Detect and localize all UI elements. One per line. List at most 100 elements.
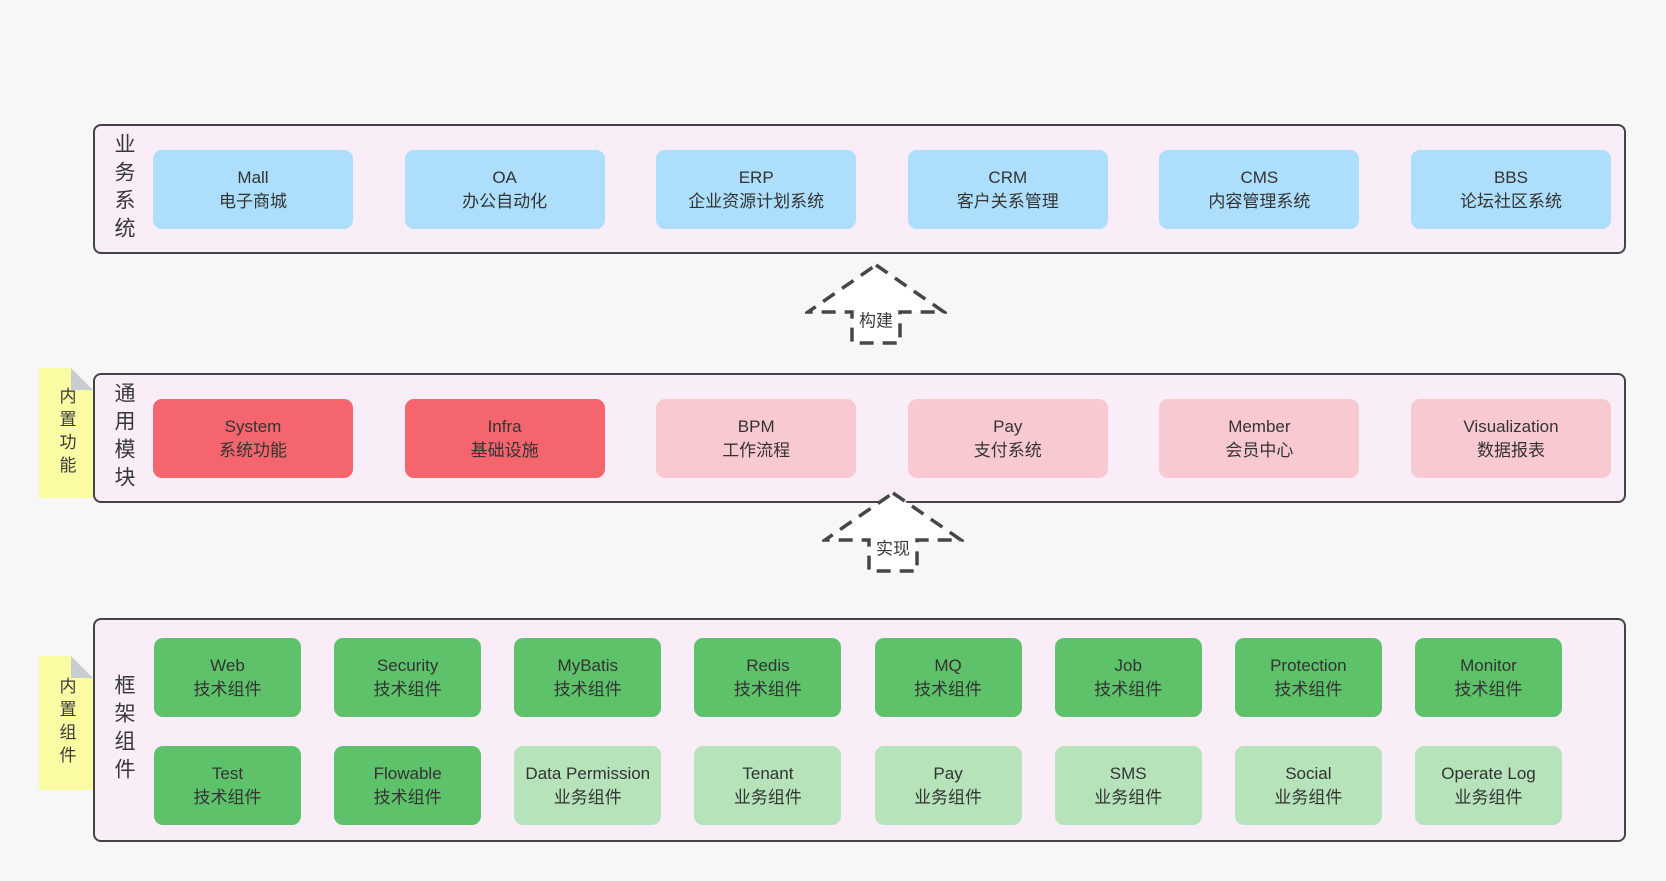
box-subtitle: 技术组件 bbox=[553, 679, 622, 699]
box-subtitle: 客户关系管理 bbox=[956, 191, 1059, 211]
box-security: Security 技术组件 bbox=[334, 638, 482, 717]
box-subtitle: 办公自动化 bbox=[462, 191, 548, 211]
box-title: MyBatis bbox=[557, 655, 619, 675]
box-subtitle: 工作流程 bbox=[722, 440, 791, 460]
box-title: CRM bbox=[988, 167, 1028, 187]
box-subtitle: 支付系统 bbox=[973, 440, 1042, 460]
box-title: System bbox=[224, 416, 282, 436]
box-subtitle: 业务组件 bbox=[1274, 787, 1343, 807]
box-mall: Mall 电子商城 bbox=[153, 150, 353, 229]
common-modules-row: System 系统功能 Infra 基础设施 BPM 工作流程 Pay 支付系统… bbox=[153, 399, 1611, 478]
box-subtitle: 业务组件 bbox=[1454, 787, 1523, 807]
box-subtitle: 业务组件 bbox=[553, 787, 622, 807]
box-title: Pay bbox=[933, 763, 963, 783]
box-mybatis: MyBatis 技术组件 bbox=[514, 638, 662, 717]
implement-arrow: 实现 bbox=[822, 490, 964, 574]
box-bbs: BBS 论坛社区系统 bbox=[1410, 150, 1611, 229]
box-title: Operate Log bbox=[1441, 763, 1536, 783]
box-tenant: Tenant 业务组件 bbox=[694, 746, 842, 825]
box-subtitle: 基础设施 bbox=[470, 440, 539, 460]
box-subtitle: 业务组件 bbox=[1094, 787, 1163, 807]
box-title: BPM bbox=[737, 416, 775, 436]
box-monitor: Monitor 技术组件 bbox=[1414, 638, 1562, 717]
box-title: CMS bbox=[1240, 167, 1279, 187]
box-subtitle: 会员中心 bbox=[1225, 440, 1294, 460]
box-redis: Redis 技术组件 bbox=[694, 638, 842, 717]
box-subtitle: 技术组件 bbox=[1454, 679, 1523, 699]
box-subtitle: 业务组件 bbox=[733, 787, 802, 807]
up-arrow-shape bbox=[822, 490, 964, 573]
box-title: Pay bbox=[993, 416, 1023, 436]
box-system: System 系统功能 bbox=[153, 399, 353, 478]
sticky-label-built-in-features: 内置功能 bbox=[56, 387, 76, 479]
implement-arrow-label: 实现 bbox=[872, 533, 914, 561]
box-infra: Infra 基础设施 bbox=[404, 399, 605, 478]
box-title: Member bbox=[1228, 416, 1291, 436]
sticky-note-built-in-features: 内置功能 bbox=[39, 368, 93, 498]
business-components-row: Test 技术组件 Flowable 技术组件 Data Permission … bbox=[154, 746, 1562, 825]
box-visualization: Visualization 数据报表 bbox=[1410, 399, 1611, 478]
box-subtitle: 系统功能 bbox=[219, 440, 287, 460]
panel-label-common-modules: 通用模块 bbox=[112, 382, 135, 494]
panel-label-framework-components: 框架组件 bbox=[112, 674, 135, 786]
box-title: Job bbox=[1114, 655, 1142, 675]
box-test: Test 技术组件 bbox=[154, 746, 301, 825]
box-erp: ERP 企业资源计划系统 bbox=[656, 150, 857, 229]
box-protection: Protection 技术组件 bbox=[1234, 638, 1382, 717]
box-crm: CRM 客户关系管理 bbox=[907, 150, 1108, 229]
box-subtitle: 论坛社区系统 bbox=[1459, 191, 1562, 211]
box-subtitle: 技术组件 bbox=[914, 679, 983, 699]
box-oa: OA 办公自动化 bbox=[404, 150, 605, 229]
sticky-fold-corner bbox=[71, 656, 93, 678]
box-web: Web 技术组件 bbox=[154, 638, 301, 717]
box-subtitle: 企业资源计划系统 bbox=[688, 191, 825, 211]
box-data-permission: Data Permission 业务组件 bbox=[514, 746, 662, 825]
sticky-note-built-in-components: 内置组件 bbox=[39, 656, 93, 790]
box-title: Tenant bbox=[742, 763, 794, 783]
box-job: Job 技术组件 bbox=[1054, 638, 1202, 717]
box-mq: MQ 技术组件 bbox=[874, 638, 1022, 717]
box-bpm: BPM 工作流程 bbox=[656, 399, 857, 478]
box-subtitle: 技术组件 bbox=[193, 787, 262, 807]
box-title: MQ bbox=[934, 655, 962, 675]
box-pay-system: Pay 支付系统 bbox=[907, 399, 1108, 478]
box-title: Security bbox=[376, 655, 439, 675]
box-subtitle: 技术组件 bbox=[733, 679, 802, 699]
box-subtitle: 技术组件 bbox=[193, 679, 262, 699]
build-arrow: 构建 bbox=[805, 262, 947, 346]
box-social: Social 业务组件 bbox=[1234, 746, 1382, 825]
box-title: Data Permission bbox=[525, 763, 651, 783]
box-subtitle: 电子商城 bbox=[219, 191, 287, 211]
box-subtitle: 技术组件 bbox=[1094, 679, 1163, 699]
box-title: Visualization bbox=[1463, 416, 1559, 436]
box-title: ERP bbox=[738, 167, 774, 187]
build-arrow-label: 构建 bbox=[855, 305, 897, 333]
tech-components-row: Web 技术组件 Security 技术组件 MyBatis 技术组件 Redi… bbox=[154, 638, 1562, 717]
box-title: BBS bbox=[1493, 167, 1528, 187]
framework-components-panel: 框架组件 Web 技术组件 Security 技术组件 MyBatis 技术组件… bbox=[93, 618, 1626, 842]
sticky-label-built-in-components: 内置组件 bbox=[56, 677, 76, 769]
common-modules-panel: 通用模块 System 系统功能 Infra 基础设施 BPM 工作流程 Pay… bbox=[93, 373, 1626, 503]
box-cms: CMS 内容管理系统 bbox=[1159, 150, 1360, 229]
box-title: Redis bbox=[746, 655, 790, 675]
panel-label-business-systems: 业务系统 bbox=[112, 133, 135, 245]
box-subtitle: 技术组件 bbox=[373, 679, 442, 699]
box-member: Member 会员中心 bbox=[1159, 399, 1360, 478]
box-pay-component: Pay 业务组件 bbox=[874, 746, 1022, 825]
box-title: SMS bbox=[1109, 763, 1147, 783]
box-title: Social bbox=[1285, 763, 1332, 783]
box-title: Flowable bbox=[373, 763, 442, 783]
box-title: Test bbox=[211, 763, 244, 783]
box-title: Mall bbox=[237, 167, 269, 187]
box-subtitle: 业务组件 bbox=[914, 787, 983, 807]
box-subtitle: 内容管理系统 bbox=[1208, 191, 1311, 211]
box-title: Monitor bbox=[1460, 655, 1517, 675]
box-operate-log: Operate Log 业务组件 bbox=[1414, 746, 1562, 825]
business-systems-row: Mall 电子商城 OA 办公自动化 ERP 企业资源计划系统 CRM 客户关系… bbox=[153, 150, 1611, 229]
box-title: Protection bbox=[1270, 655, 1347, 675]
box-subtitle: 技术组件 bbox=[1274, 679, 1343, 699]
up-arrow-shape bbox=[805, 262, 947, 345]
box-subtitle: 技术组件 bbox=[373, 787, 442, 807]
box-subtitle: 数据报表 bbox=[1476, 440, 1545, 460]
